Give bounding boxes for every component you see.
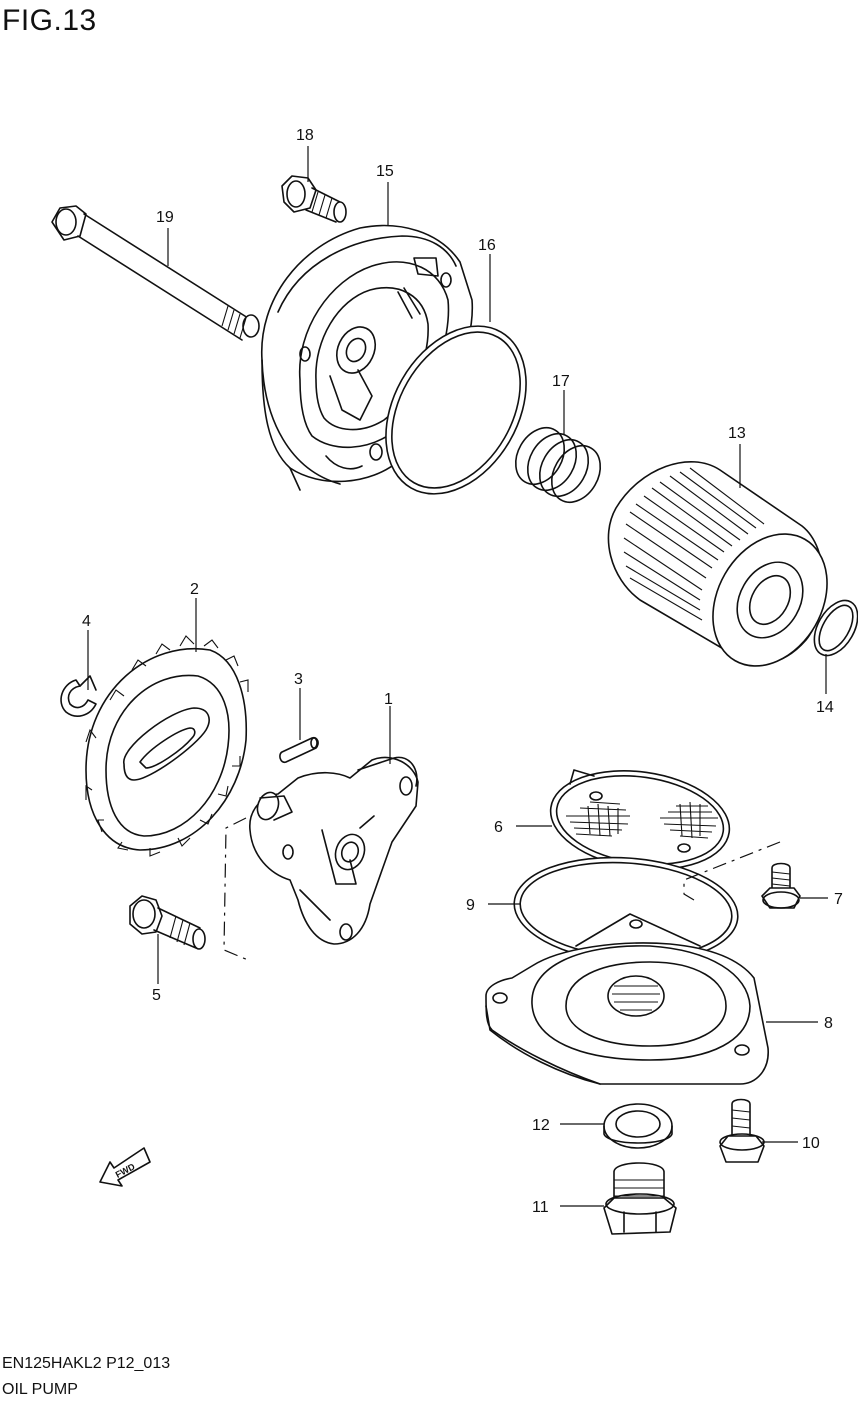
figure-code: EN125HAKL2 P12_013	[2, 1355, 171, 1372]
part-16-o-ring[interactable]	[357, 301, 554, 519]
callout-3: 3	[294, 671, 303, 688]
callout-12: 12	[532, 1117, 550, 1134]
part-14-small-o-ring[interactable]	[805, 593, 858, 663]
callout-9: 9	[466, 897, 475, 914]
figure-name: OIL PUMP	[2, 1381, 78, 1398]
callout-16: 16	[478, 237, 496, 254]
callout-2: 2	[190, 581, 199, 598]
part-2-driven-gear[interactable]	[85, 635, 249, 857]
part-8-sump-cover[interactable]	[485, 913, 769, 1085]
callout-5: 5	[152, 987, 161, 1004]
callout-labels: 1 2 3 4 5 6 7 8 9 10 11 12 13 14 15 16 1…	[82, 127, 843, 1216]
callout-10: 10	[802, 1135, 820, 1152]
callout-11: 11	[532, 1199, 549, 1216]
callout-4: 4	[82, 613, 91, 630]
figure-title: FIG.13	[2, 4, 97, 37]
callout-17: 17	[552, 373, 570, 390]
part-9-gasket[interactable]	[511, 850, 742, 969]
part-4-e-clip[interactable]	[60, 675, 97, 717]
callout-15: 15	[376, 163, 394, 180]
part-18-flange-bolt[interactable]	[281, 175, 347, 223]
callout-8: 8	[824, 1015, 833, 1032]
part-10-flange-bolt[interactable]	[719, 1098, 765, 1163]
callout-14: 14	[816, 699, 834, 716]
callout-1: 1	[384, 691, 393, 708]
fwd-arrow-icon: FWD	[99, 1147, 151, 1187]
part-5-bolt[interactable]	[129, 895, 206, 950]
callout-19: 19	[156, 209, 174, 226]
callout-13: 13	[728, 425, 746, 442]
part-11-drain-plug[interactable]	[603, 1162, 677, 1235]
part-17-spring[interactable]	[506, 419, 610, 511]
part-3-dowel-pin[interactable]	[279, 736, 319, 764]
part-12-washer[interactable]	[603, 1103, 673, 1149]
callout-6: 6	[494, 819, 503, 836]
callout-18: 18	[296, 127, 314, 144]
part-13-oil-filter[interactable]	[607, 461, 850, 687]
part-7-small-bolt[interactable]	[761, 862, 801, 909]
assembly-lines	[223, 817, 781, 961]
callout-7: 7	[834, 891, 843, 908]
part-19-long-bolt[interactable]	[51, 205, 260, 341]
part-1-oil-pump-body[interactable]	[249, 756, 419, 945]
leader-lines	[87, 146, 828, 1207]
